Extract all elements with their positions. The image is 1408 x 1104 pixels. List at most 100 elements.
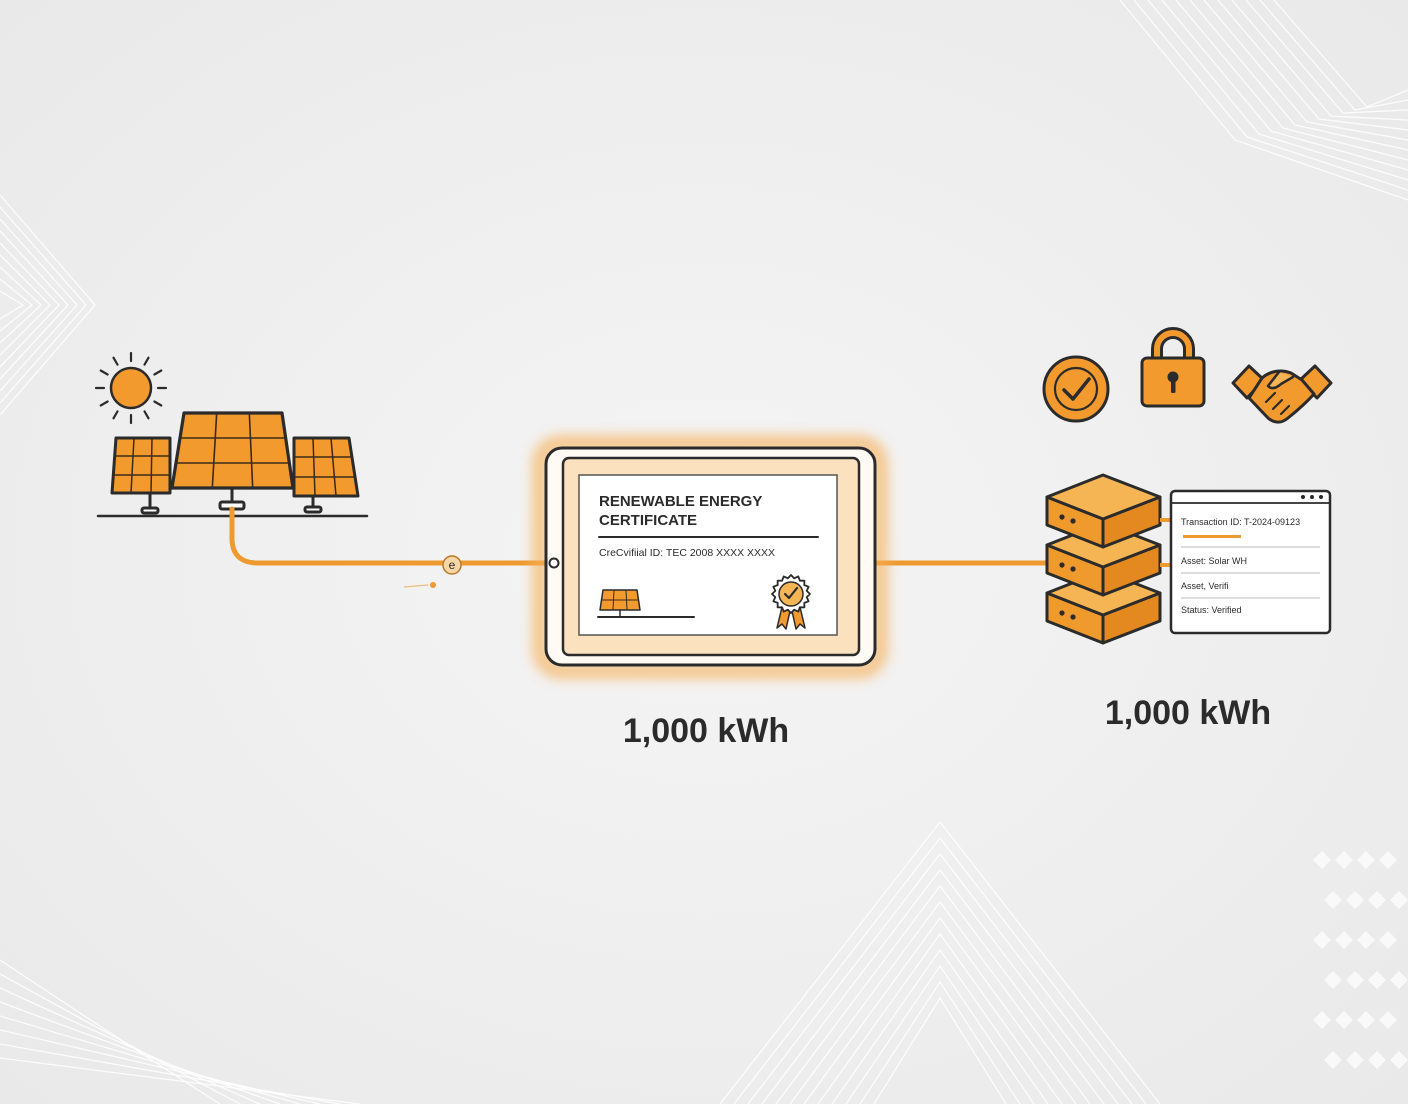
background-pattern-line	[803, 916, 1077, 1104]
background-pattern-line	[0, 206, 87, 404]
sun-icon	[94, 351, 168, 425]
background-pattern-line	[761, 868, 1119, 1104]
solar-panel-icon	[96, 411, 369, 518]
energy-spark-trail	[403, 584, 429, 588]
certificate: RENEWABLE ENERGY CERTIFICATE CreCvifiial…	[578, 474, 838, 636]
background-pattern-line	[789, 900, 1091, 1104]
background-pattern-line	[719, 820, 1161, 1104]
background-pattern-diamond	[1346, 1051, 1364, 1069]
server-status-light	[1059, 562, 1065, 568]
background-pattern-diamond	[1390, 1051, 1408, 1069]
energy-connector-node: e	[442, 555, 462, 575]
ledger-window: Transaction ID: T-2024-09123 Asset: Sola…	[1169, 489, 1332, 635]
background-pattern-line	[1161, 0, 1408, 171]
server-status-light	[1070, 566, 1076, 572]
background-pattern-diamond	[1324, 1051, 1342, 1069]
ledger-row: Status: Verified	[1181, 605, 1242, 615]
server-box-top-face	[1045, 473, 1162, 521]
background-pattern-line	[0, 254, 51, 356]
certificate-seal-icon	[771, 574, 811, 630]
background-pattern-line	[1245, 0, 1408, 114]
background-pattern-line	[0, 194, 96, 416]
background-pattern-line	[0, 290, 25, 320]
sun-ray	[143, 410, 150, 420]
sun-ray	[112, 356, 119, 366]
handshake-icon	[1231, 364, 1333, 424]
background-pattern-diamond	[1346, 971, 1364, 989]
background-pattern-diamond	[1346, 891, 1364, 909]
server-box	[1045, 473, 1162, 549]
background-pattern-line	[1231, 0, 1408, 121]
energy-connector-label: e	[449, 558, 456, 572]
background-pattern-line	[0, 1015, 301, 1104]
background-pattern-line	[1189, 0, 1408, 151]
background-pattern-line	[859, 980, 1021, 1104]
server-status-light	[1059, 610, 1065, 616]
background-pattern-diamond	[1313, 1011, 1331, 1029]
verified-check-icon	[1042, 355, 1110, 423]
window-dot-icon	[1301, 495, 1305, 499]
background-pattern-line	[0, 242, 60, 368]
certificate-id: CreCvifiial ID: TEC 2008 XXXX XXXX	[599, 547, 775, 559]
background-pattern-line	[775, 884, 1105, 1104]
background-pattern-diamond	[1368, 891, 1386, 909]
background-pattern-diamond	[1368, 971, 1386, 989]
background-pattern-line	[1175, 0, 1408, 161]
power-cable-left	[229, 506, 551, 566]
background-pattern-diamond	[1379, 931, 1397, 949]
background-pattern-line	[0, 218, 78, 392]
background-pattern-line	[733, 836, 1147, 1104]
solar-panel-right	[292, 436, 360, 498]
background-pattern-line	[0, 266, 42, 344]
window-dot-icon	[1310, 495, 1314, 499]
background-pattern-line	[1119, 0, 1408, 201]
window-dot-icon	[1319, 495, 1323, 499]
energy-spark-dot	[430, 582, 436, 588]
certificate-title-line2: CERTIFICATE	[599, 512, 697, 529]
background-pattern-line	[0, 230, 69, 380]
sun-ray	[112, 410, 119, 420]
background-pattern-diamond	[1379, 1011, 1397, 1029]
background-pattern-line	[0, 1001, 281, 1104]
background-pattern-line	[1203, 0, 1408, 141]
sun-ray	[153, 400, 163, 407]
server-status-light	[1059, 514, 1065, 520]
tablet-device: RENEWABLE ENERGY CERTIFICATE CreCvifiial…	[534, 437, 886, 677]
background-pattern-diamond	[1357, 851, 1375, 869]
background-pattern-line	[0, 987, 261, 1104]
background-pattern-diamond	[1324, 971, 1342, 989]
ledger-row: Asset, Verifi	[1181, 581, 1229, 591]
ledger-progress-bar	[1183, 535, 1241, 538]
background-pattern-diamond	[1324, 891, 1342, 909]
tablet-home-button	[548, 557, 560, 569]
background-pattern-line	[0, 278, 34, 332]
background-pattern-line	[1273, 0, 1408, 108]
tablet-energy-label: 1,000 kWh	[623, 712, 789, 750]
background-pattern-diamond	[1335, 931, 1353, 949]
server-status-light	[1070, 518, 1076, 524]
ledger-row: Transaction ID: T-2024-09123	[1181, 517, 1300, 527]
sun-ray	[99, 369, 109, 376]
background-pattern-diamond	[1357, 1011, 1375, 1029]
background-pattern-diamond	[1335, 1011, 1353, 1029]
background-pattern-line	[0, 959, 221, 1104]
ledger-row: Asset: Solar WH	[1181, 556, 1247, 566]
background-pattern-diamond	[1379, 851, 1397, 869]
certificate-solar-panel-icon	[599, 589, 641, 617]
background-pattern-diamond	[1357, 931, 1375, 949]
background-pattern-line	[747, 852, 1133, 1104]
background-pattern-line	[831, 948, 1049, 1104]
background-pattern-diamond	[1390, 971, 1408, 989]
background-pattern-line	[845, 964, 1035, 1104]
ledger-energy-label: 1,000 kWh	[1105, 694, 1271, 732]
background-pattern-diamond	[1368, 1051, 1386, 1069]
background-pattern-diamond	[1335, 851, 1353, 869]
background-pattern-line	[1217, 0, 1408, 131]
certificate-title-line1: RENEWABLE ENERGY	[599, 493, 762, 510]
background-pattern-line	[1133, 0, 1408, 191]
background-pattern-diamond	[1313, 931, 1331, 949]
background-pattern-diamond	[1390, 891, 1408, 909]
sun-ray	[153, 369, 163, 376]
